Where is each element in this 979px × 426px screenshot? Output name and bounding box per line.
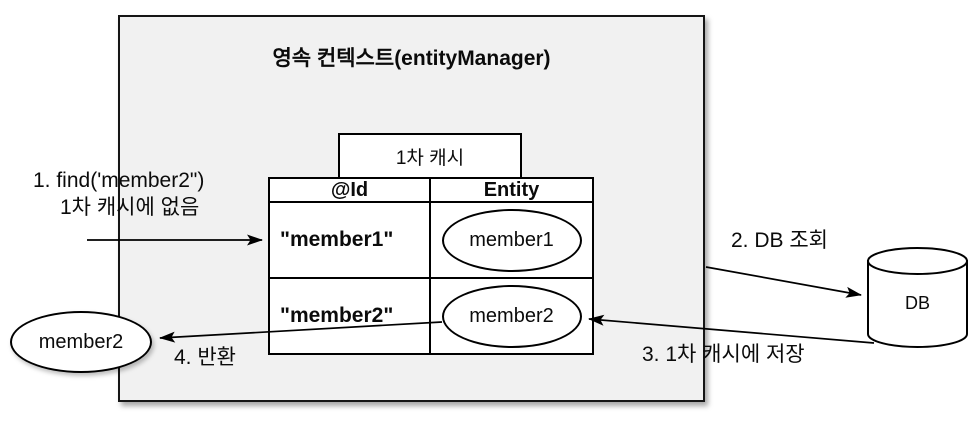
- step-1-annotation: 1. find('member2") 1차 캐시에 없음: [33, 167, 204, 221]
- persistence-context-title: 영속 컨텍스트(entityManager): [272, 47, 551, 70]
- table-row-id-member2: "member2": [270, 279, 431, 353]
- table-header-entity: Entity: [431, 179, 592, 203]
- first-level-cache-table: @Id Entity "member1" member1 "member2" m…: [268, 177, 594, 355]
- table-header-id: @Id: [270, 179, 431, 203]
- step-4-label: 4. 반환: [174, 346, 236, 369]
- entity-ellipse-member2: member2: [441, 284, 582, 348]
- returned-entity-ellipse: member2: [10, 311, 152, 373]
- step-3-label: 3. 1차 캐시에 저장: [642, 343, 805, 366]
- step-2-label: 2. DB 조회: [731, 229, 828, 252]
- entity-ellipse-member2-label: member2: [469, 304, 554, 327]
- db-lookup-arrow: [705, 266, 862, 298]
- entity-ellipse-member1: member1: [441, 208, 582, 272]
- db-label: DB: [905, 293, 930, 313]
- table-row-entity-member2: member2: [431, 279, 592, 353]
- step-1-label: 1. find('member2"): [33, 169, 205, 192]
- step-1-subtext: 1차 캐시에 없음: [60, 196, 200, 219]
- returned-entity-label: member2: [38, 330, 124, 353]
- first-level-cache-label: 1차 캐시: [395, 147, 465, 169]
- table-row-id-member1: "member1": [270, 203, 431, 279]
- first-level-cache-label-box: 1차 캐시: [338, 133, 522, 179]
- db-cylinder: DB: [867, 247, 968, 348]
- entity-ellipse-member1-label: member1: [469, 228, 554, 251]
- table-row-entity-member1: member1: [431, 203, 592, 279]
